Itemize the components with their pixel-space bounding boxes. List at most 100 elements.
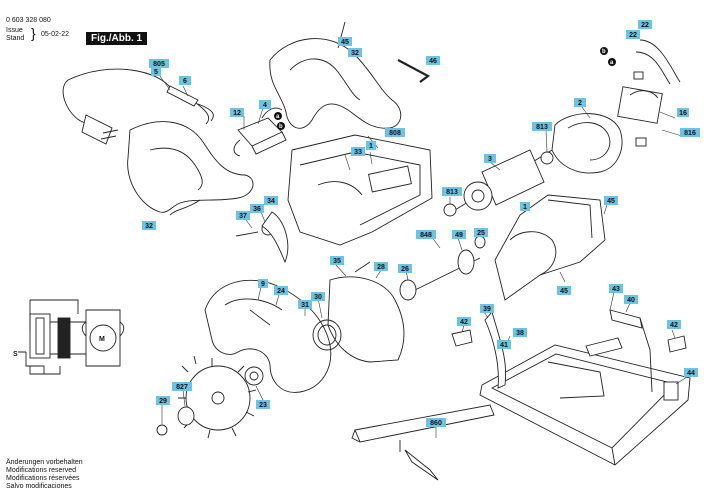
part-tag-label: 2 <box>578 100 582 107</box>
part-tag-p813b: 813 <box>442 187 462 196</box>
part-tag-label: 39 <box>483 306 491 313</box>
part-tag-label: 3 <box>488 156 492 163</box>
lower-guard-drawing <box>312 261 405 363</box>
part-tag-box <box>624 295 638 304</box>
part-tag-label: 40 <box>627 297 635 304</box>
part-tag-label: 5 <box>154 69 158 76</box>
part-tag-box <box>480 304 494 313</box>
part-tag-label: 1 <box>369 143 373 150</box>
part-tag-label: 32 <box>145 223 153 230</box>
part-tag-label: 808 <box>389 130 401 137</box>
part-tag-box <box>149 59 169 68</box>
part-tag-label: 28 <box>377 264 385 271</box>
part-tag-box <box>497 340 511 349</box>
part-tag-box <box>513 328 527 337</box>
part-tag-p36: 36 <box>250 204 264 213</box>
part-tag-box <box>258 279 268 288</box>
part-tag-p16: 16 <box>677 108 689 117</box>
part-tag-p2: 2 <box>574 98 586 107</box>
part-tag-p42b: 42 <box>667 320 681 329</box>
part-tag-p827: 827 <box>172 382 192 391</box>
saw-blade-drawing <box>156 355 264 439</box>
part-tag-box <box>259 100 271 109</box>
part-tag-p45c: 45 <box>557 286 571 295</box>
wire-marker-a-right <box>608 58 616 66</box>
part-tag-box <box>684 368 698 377</box>
part-tag-p40: 40 <box>624 295 638 304</box>
wire-marker-a-right-label: a <box>610 60 614 66</box>
part-tag-label: 25 <box>477 230 485 237</box>
part-tag-box <box>609 284 623 293</box>
note-en: Modifications reserved <box>6 467 77 474</box>
part-tag-box <box>520 202 530 211</box>
note-de: Änderungen vorbehalten <box>6 459 83 466</box>
part-tag-label: 9 <box>261 281 265 288</box>
part-tag-box <box>626 30 640 39</box>
part-number-tags: 2222453246805561248083312813381316816323… <box>142 20 700 427</box>
gear-shaft-drawing <box>399 235 486 301</box>
part-tag-p860: 860 <box>426 418 446 427</box>
part-tag-label: 6 <box>183 78 187 85</box>
part-tag-p25: 25 <box>474 228 488 237</box>
part-tag-p3: 3 <box>484 154 496 163</box>
part-tag-label: 827 <box>176 384 188 391</box>
base-plate-drawing <box>479 344 691 466</box>
part-tag-p37: 37 <box>236 211 250 220</box>
part-tag-label: 26 <box>401 266 409 273</box>
part-tag-p32b: 32 <box>142 221 156 230</box>
part-tag-box <box>298 300 312 309</box>
part-tag-box <box>274 286 288 295</box>
part-tag-box <box>442 187 462 196</box>
part-tag-box <box>179 76 191 85</box>
wire-marker-b-right <box>600 47 608 55</box>
circuit-schematic <box>18 299 125 375</box>
note-fr: Modifications réservées <box>6 475 80 482</box>
quadrant-drawing <box>451 309 687 401</box>
part-tag-box <box>385 128 405 137</box>
part-tag-label: 805 <box>153 61 165 68</box>
part-tag-box <box>348 48 362 57</box>
part-tag-p24: 24 <box>274 286 288 295</box>
part-tag-p49: 49 <box>452 230 466 239</box>
part-tag-p31: 31 <box>298 300 312 309</box>
part-tag-p1b: 1 <box>520 202 530 211</box>
part-tag-label: 29 <box>159 398 167 405</box>
part-tag-p39: 39 <box>480 304 494 313</box>
switch-drawing <box>233 107 287 157</box>
part-tag-p26: 26 <box>398 264 412 273</box>
part-tag-p22b: 22 <box>626 30 640 39</box>
part-tag-p816: 816 <box>680 128 700 137</box>
issue-label: Issue <box>6 27 23 34</box>
part-tag-p22a: 22 <box>638 20 652 29</box>
part-tag-p808: 808 <box>385 128 405 137</box>
part-tag-box <box>667 320 681 329</box>
part-tag-label: 49 <box>455 232 463 239</box>
part-tag-p23: 23 <box>256 400 270 409</box>
motor-housing-drawing <box>287 134 433 246</box>
part-tag-box <box>426 56 440 65</box>
part-tag-p848: 848 <box>416 230 436 239</box>
part-tag-label: 33 <box>354 149 362 156</box>
part-tag-box <box>230 108 244 117</box>
part-tag-label: 42 <box>460 319 468 326</box>
part-tag-label: 38 <box>516 330 524 337</box>
part-tag-label: 32 <box>351 50 359 57</box>
part-tag-label: 42 <box>670 322 678 329</box>
part-tag-p45b: 45 <box>604 196 618 205</box>
part-tag-box <box>484 154 496 163</box>
wire-marker-a-left <box>274 112 282 120</box>
part-tag-label: 24 <box>277 288 285 295</box>
part-tag-box <box>398 264 412 273</box>
part-tag-box <box>236 211 250 220</box>
part-tag-label: 44 <box>687 370 695 377</box>
part-tag-label: 23 <box>259 402 267 409</box>
part-tag-label: 813 <box>446 189 458 196</box>
part-tag-box <box>374 262 388 271</box>
issue-bracket: } <box>31 25 36 41</box>
part-tag-label: 45 <box>607 198 615 205</box>
gear-housing-drawing <box>494 194 606 301</box>
armature-drawing <box>443 149 554 217</box>
part-tag-p38: 38 <box>513 328 527 337</box>
part-tag-p5: 5 <box>151 67 161 76</box>
